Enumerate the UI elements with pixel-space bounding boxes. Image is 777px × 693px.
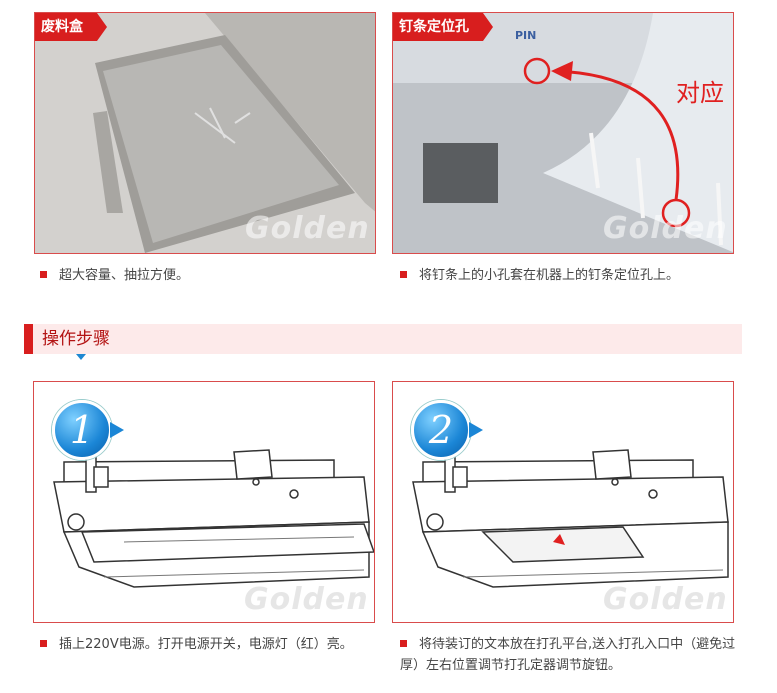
bullet-icon xyxy=(40,271,47,278)
waste-box-tag: 废料盒 xyxy=(35,13,107,41)
pin-hole-photo xyxy=(393,13,733,253)
waste-box-caption-text: 超大容量、抽拉方便。 xyxy=(59,268,190,283)
pin-hole-caption-text: 将钉条上的小孔套在机器上的钉条定位孔上。 xyxy=(419,268,680,283)
waste-box-caption: 超大容量、抽拉方便。 xyxy=(40,265,189,286)
section-header: 操作步骤 xyxy=(24,324,742,360)
step-1-caption: 插上220V电源。打开电源开关，电源灯（红）亮。 xyxy=(40,634,370,655)
bullet-icon xyxy=(40,640,47,647)
waste-box-photo xyxy=(35,13,375,253)
bullet-icon xyxy=(400,640,407,647)
bullet-icon xyxy=(400,271,407,278)
waste-box-panel: 废料盒 Golden xyxy=(34,12,376,254)
annotation-text: 对应 xyxy=(676,79,724,107)
pin-hole-tag: 钉条定位孔 xyxy=(393,13,493,41)
section-title: 操作步骤 xyxy=(42,329,110,349)
step-1-caption-text: 插上220V电源。打开电源开关，电源灯（红）亮。 xyxy=(59,637,353,652)
step-1-panel: 1 Golden xyxy=(33,381,375,623)
step-2-panel: 2 Golden xyxy=(392,381,734,623)
badge-tail-icon xyxy=(469,422,483,438)
step-2-caption: 将待装订的文本放在打孔平台,送入打孔入口中（避免过厚）左右位置调节打孔定器调节旋… xyxy=(400,634,740,676)
step-2-caption-text: 将待装订的文本放在打孔平台,送入打孔入口中（避免过厚）左右位置调节打孔定器调节旋… xyxy=(400,637,736,673)
watermark: Golden xyxy=(603,211,728,246)
machine-illustration xyxy=(53,449,374,588)
watermark: Golden xyxy=(245,211,370,246)
pin-hole-caption: 将钉条上的小孔套在机器上的钉条定位孔上。 xyxy=(400,265,679,286)
pin-label: PIN xyxy=(515,29,537,42)
pin-hole-panel: 钉条定位孔 PIN 对应 Golden xyxy=(392,12,734,254)
badge-tail-icon xyxy=(110,422,124,438)
section-pointer-icon xyxy=(76,354,86,360)
machine-illustration xyxy=(412,449,729,588)
watermark: Golden xyxy=(603,582,728,617)
step-2-badge: 2 xyxy=(411,400,471,460)
section-bar xyxy=(24,324,33,354)
step-1-badge: 1 xyxy=(52,400,112,460)
watermark: Golden xyxy=(244,582,369,617)
